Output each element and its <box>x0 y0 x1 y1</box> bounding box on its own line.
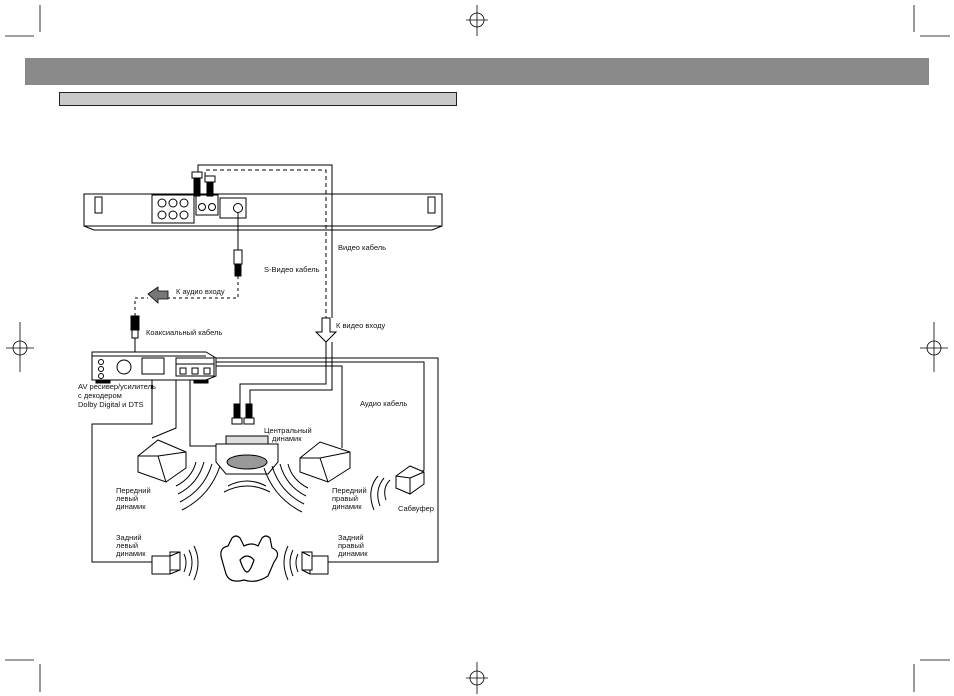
front-left-speaker <box>138 440 186 482</box>
registration-mark-top <box>466 5 488 36</box>
subwoofer-sound-waves <box>371 476 390 510</box>
label-front-right-3: динамик <box>332 502 362 511</box>
label-front-left-3: динамик <box>116 502 146 511</box>
rear-left-sound-waves <box>184 546 198 580</box>
av-receiver <box>92 352 216 383</box>
rear-right-sound-waves <box>284 546 298 580</box>
label-coax-cable: Коаксиальный кабель <box>146 328 222 337</box>
label-subwoofer: Сабвуфер <box>398 504 434 513</box>
label-receiver-1: AV ресивер/усилитель <box>78 382 156 391</box>
coax-plug <box>131 316 139 352</box>
label-rear-right-3: динамик <box>338 549 368 558</box>
dvd-player <box>84 194 442 230</box>
rear-right-speaker <box>302 552 328 574</box>
subwoofer <box>396 466 424 494</box>
label-to-audio-in: К аудио входу <box>176 287 225 296</box>
label-svideo-cable: S-Видео кабель <box>264 265 320 274</box>
label-video-cable: Видео кабель <box>338 243 386 252</box>
registration-mark-right <box>920 322 948 372</box>
center-plugs <box>232 404 254 424</box>
label-receiver-3: Dolby Digital и DTS <box>78 400 143 409</box>
video-in-arrow <box>316 318 336 342</box>
registration-mark-left <box>6 322 34 372</box>
audio-in-arrow <box>148 287 168 303</box>
rear-left-speaker <box>152 552 180 574</box>
label-center-2: динамик <box>272 434 302 443</box>
video-plugs <box>192 172 215 196</box>
center-speaker <box>216 436 278 492</box>
listener-icon <box>221 536 278 581</box>
label-rear-left-3: динамик <box>116 549 146 558</box>
label-to-video-in: К видео входу <box>336 321 385 330</box>
label-audio-cable: Аудио кабель <box>360 399 407 408</box>
registration-mark-bottom <box>466 662 488 694</box>
label-receiver-2: с декодером <box>78 391 122 400</box>
crop-marks <box>5 5 950 692</box>
